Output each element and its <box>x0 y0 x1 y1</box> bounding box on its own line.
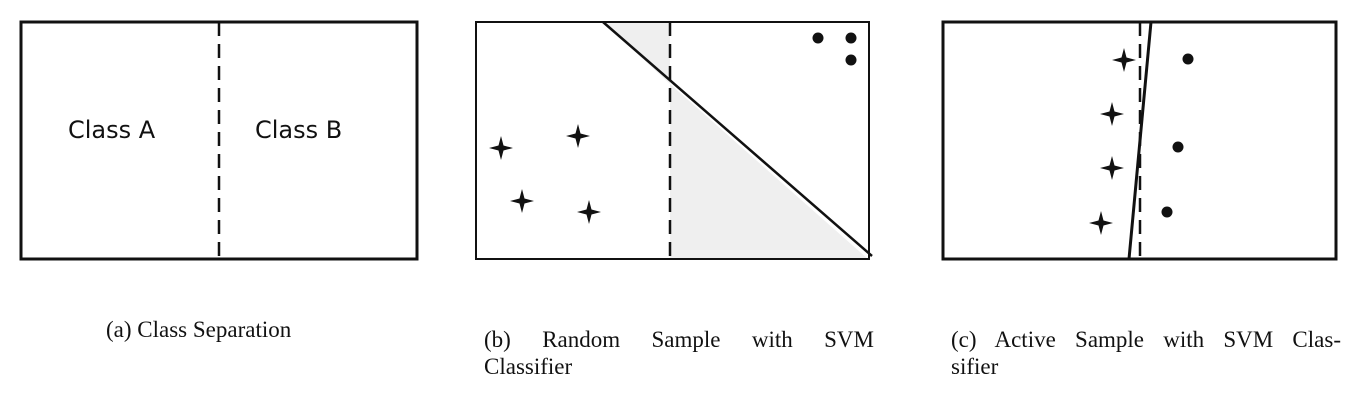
four-point-star-icon <box>1100 156 1124 180</box>
panel-b-random-sample <box>475 21 873 260</box>
caption-c-line2: sifier <box>951 354 999 379</box>
panel-c-active-sample <box>941 20 1338 261</box>
four-point-star-icon <box>566 124 590 148</box>
class-b-samples <box>812 32 857 66</box>
dot-icon <box>845 54 857 66</box>
dot-icon <box>1172 141 1184 153</box>
caption-a: (a) Class Separation <box>106 317 292 342</box>
dot-icon <box>1161 206 1173 218</box>
class-a-samples <box>489 124 601 224</box>
dot-icon <box>845 32 857 44</box>
dot-icon <box>812 32 824 44</box>
caption-c: (c) Active Sample with SVM Clas- sifier <box>951 326 1341 380</box>
panel-b-frame <box>475 21 870 260</box>
caption-c-line1: (c) Active Sample with SVM Clas- <box>951 327 1341 352</box>
dot-icon <box>1182 53 1194 65</box>
class-b-label: Class B <box>255 116 342 144</box>
four-point-star-icon <box>1089 211 1113 235</box>
misclassified-region-lower <box>670 84 868 259</box>
class-b-samples <box>1161 53 1194 218</box>
class-a-samples <box>1089 48 1136 235</box>
four-point-star-icon <box>1112 48 1136 72</box>
caption-b: (b) Random Sample with SVM Classifier <box>484 326 874 380</box>
svm-decision-boundary <box>1127 21 1153 260</box>
caption-b-line2: Classifier <box>484 354 573 379</box>
four-point-star-icon <box>489 136 513 160</box>
svm-decision-boundary <box>602 21 873 257</box>
four-point-star-icon <box>1100 102 1124 126</box>
caption-b-line1: (b) Random Sample with SVM <box>484 327 874 352</box>
panel-a-class-separation: Class A Class B <box>19 20 419 261</box>
class-a-label: Class A <box>68 116 156 144</box>
four-point-star-icon <box>510 189 534 213</box>
four-point-star-icon <box>577 200 601 224</box>
